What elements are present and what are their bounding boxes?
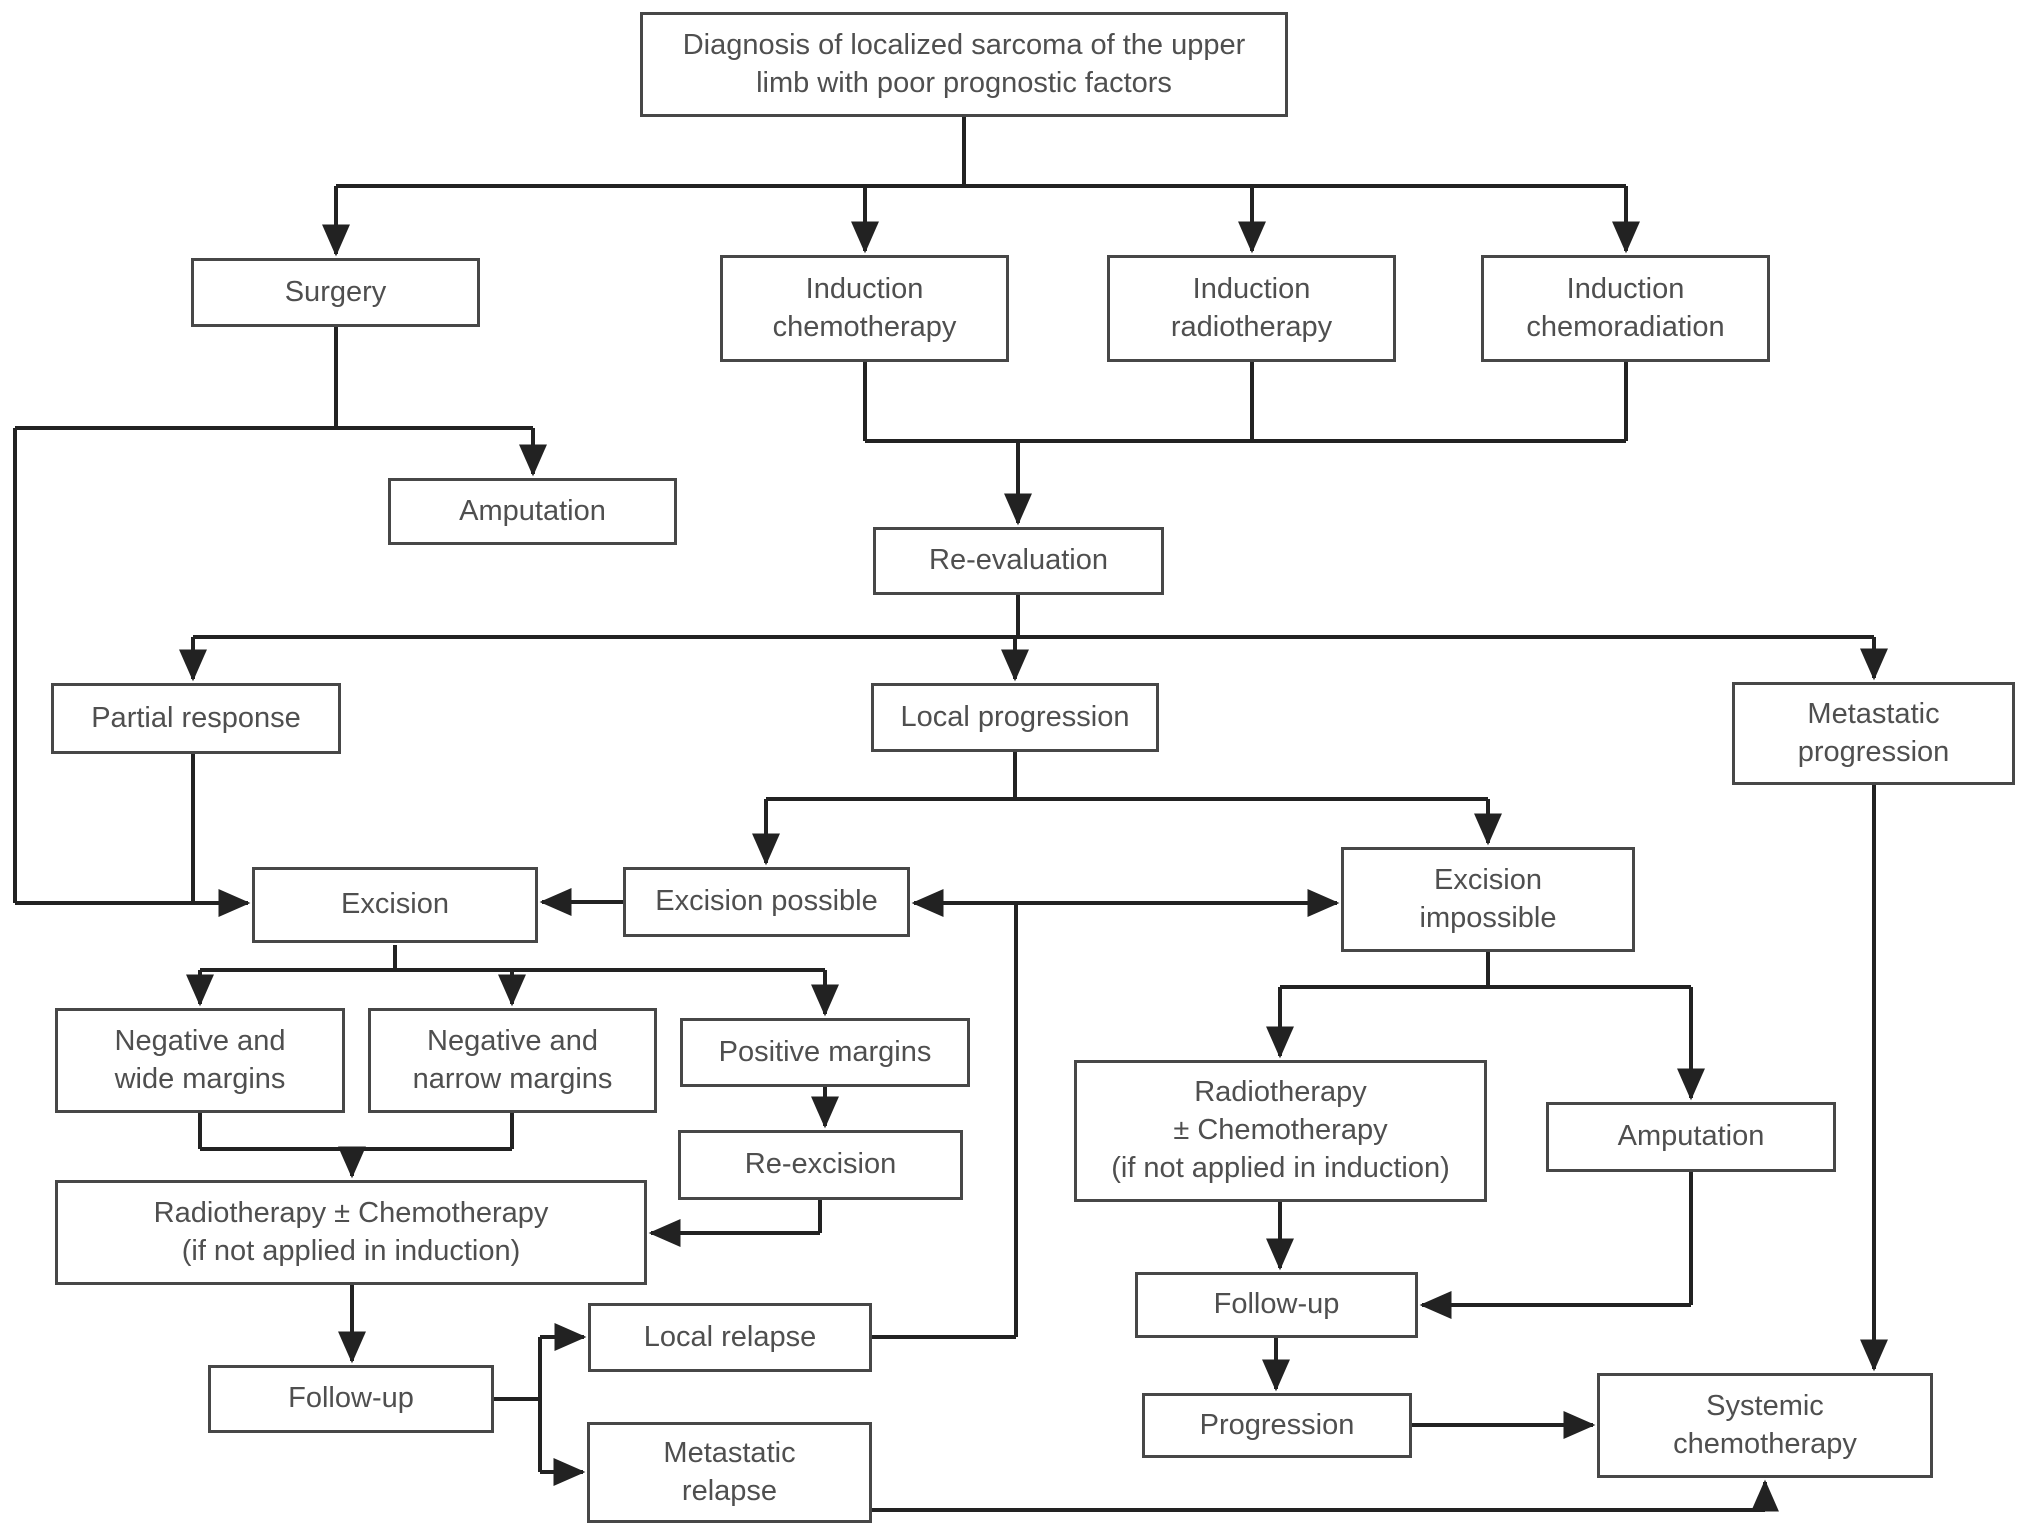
node-re-excision: Re-excision [678, 1130, 963, 1200]
node-induction-chemotherapy: Induction chemotherapy [720, 255, 1009, 362]
node-positive-margins: Positive margins [680, 1018, 970, 1087]
node-partial-response: Partial response [51, 683, 341, 754]
node-negative-wide-margins: Negative and wide margins [55, 1008, 345, 1113]
node-induction-chemoradiation: Induction chemoradiation [1481, 255, 1770, 362]
node-follow-up-right: Follow-up [1135, 1272, 1418, 1338]
node-excision-impossible: Excision impossible [1341, 847, 1635, 952]
node-metastatic-progression: Metastatic progression [1732, 682, 2015, 785]
node-induction-radiotherapy: Induction radiotherapy [1107, 255, 1396, 362]
node-metastatic-relapse: Metastatic relapse [587, 1422, 872, 1523]
node-negative-narrow-margins: Negative and narrow margins [368, 1008, 657, 1113]
node-surgery: Surgery [191, 258, 480, 327]
node-systemic-chemotherapy: Systemic chemotherapy [1597, 1373, 1933, 1478]
node-radiotherapy-chemotherapy-right: Radiotherapy ± Chemotherapy (if not appl… [1074, 1060, 1487, 1202]
node-excision-possible: Excision possible [623, 867, 910, 937]
node-amputation-secondary: Amputation [1546, 1102, 1836, 1172]
node-radiotherapy-chemotherapy-left: Radiotherapy ± Chemotherapy (if not appl… [55, 1180, 647, 1285]
node-progression: Progression [1142, 1393, 1412, 1458]
node-amputation-primary: Amputation [388, 478, 677, 545]
connector-trunk-lines [13, 117, 1874, 1512]
node-excision: Excision [252, 867, 538, 943]
node-local-relapse: Local relapse [588, 1303, 872, 1372]
node-re-evaluation: Re-evaluation [873, 527, 1164, 595]
node-diagnosis: Diagnosis of localized sarcoma of the up… [640, 12, 1288, 117]
node-local-progression: Local progression [871, 683, 1159, 752]
node-follow-up-left: Follow-up [208, 1365, 494, 1433]
